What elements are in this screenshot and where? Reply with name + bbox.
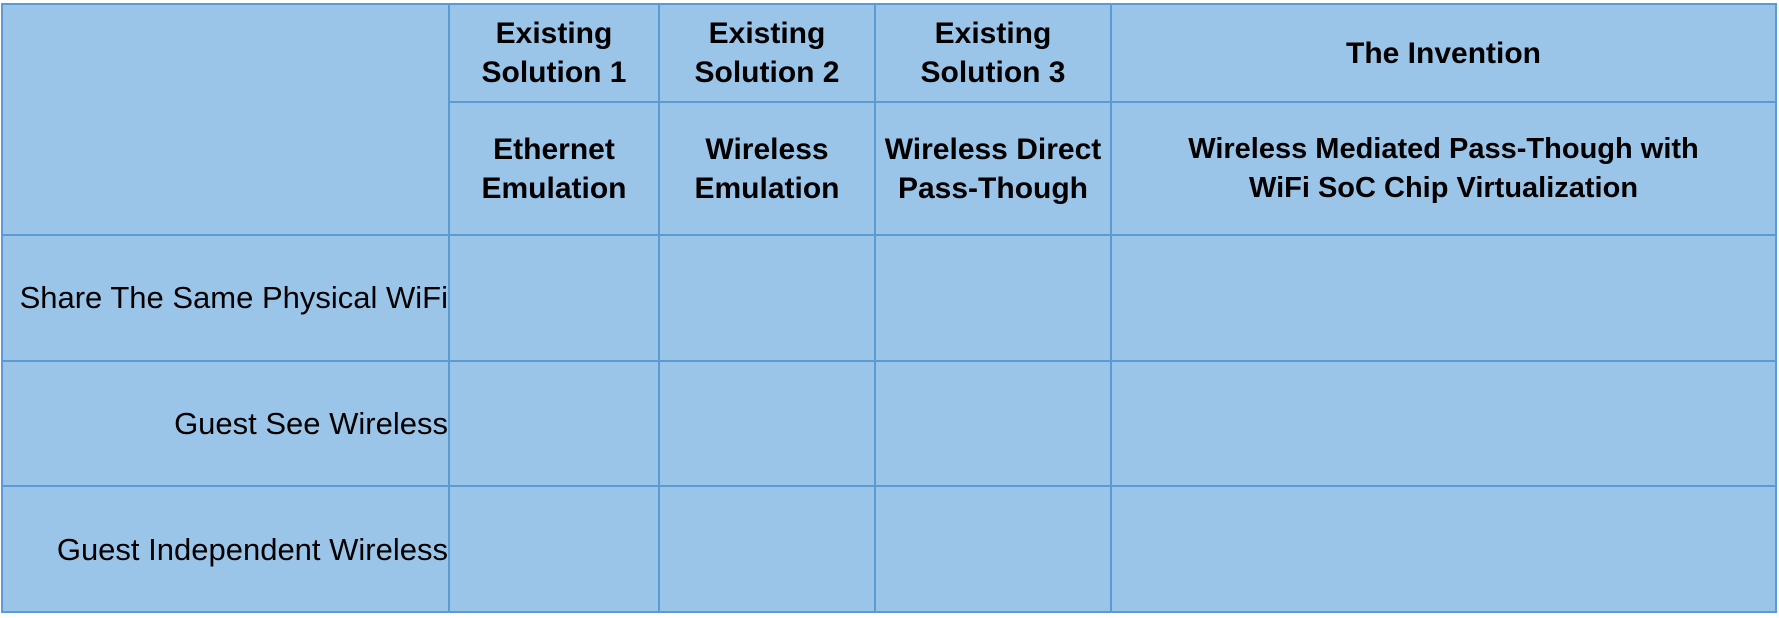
comparison-table: Existing Solution 1 Existing Solution 2 … <box>1 3 1777 613</box>
column-header-existing-solution-3: Existing Solution 3 <box>874 3 1112 103</box>
data-cell-guest-see-wireless-solution-3 <box>874 359 1112 488</box>
row-label-guest-independent-wireless: Guest Independent Wireless <box>1 485 450 613</box>
table-row: Guest Independent Wireless <box>1 485 1777 613</box>
table-row: Share The Same Physical WiFi <box>1 234 1777 362</box>
row-label-guest-see-wireless: Guest See Wireless <box>1 359 450 488</box>
data-cell-share-wifi-invention <box>1110 234 1777 362</box>
table-corner-cell <box>1 3 450 236</box>
data-cell-guest-see-wireless-invention <box>1110 359 1777 488</box>
table-header: Existing Solution 1 Existing Solution 2 … <box>1 3 1777 236</box>
data-cell-guest-independent-wireless-invention <box>1110 485 1777 613</box>
table-row: Guest See Wireless <box>1 359 1777 488</box>
table-body: Share The Same Physical WiFi Guest See W… <box>1 234 1777 613</box>
data-cell-guest-independent-wireless-solution-3 <box>874 485 1112 613</box>
data-cell-share-wifi-solution-3 <box>874 234 1112 362</box>
column-header-existing-solution-2: Existing Solution 2 <box>658 3 876 103</box>
data-cell-guest-independent-wireless-solution-2 <box>658 485 876 613</box>
data-cell-guest-independent-wireless-solution-1 <box>448 485 660 613</box>
data-cell-guest-see-wireless-solution-2 <box>658 359 876 488</box>
column-subtitle-wireless-emulation: Wireless Emulation <box>658 101 876 236</box>
data-cell-share-wifi-solution-2 <box>658 234 876 362</box>
column-header-the-invention: The Invention <box>1110 3 1777 103</box>
column-subtitle-ethernet-emulation: Ethernet Emulation <box>448 101 660 236</box>
column-subtitle-wireless-direct-pass-though: Wireless Direct Pass-Though <box>874 101 1112 236</box>
header-row-group-titles: Existing Solution 1 Existing Solution 2 … <box>1 3 1777 236</box>
column-subtitle-wireless-mediated-pass-though: Wireless Mediated Pass-Though with WiFi … <box>1110 101 1777 236</box>
data-cell-share-wifi-solution-1 <box>448 234 660 362</box>
data-cell-guest-see-wireless-solution-1 <box>448 359 660 488</box>
row-label-share-the-same-physical-wifi: Share The Same Physical WiFi <box>1 234 450 362</box>
header-row-subtitles: Ethernet Emulation Wireless Emulation Wi… <box>2 101 1777 236</box>
column-header-existing-solution-1: Existing Solution 1 <box>448 3 660 103</box>
